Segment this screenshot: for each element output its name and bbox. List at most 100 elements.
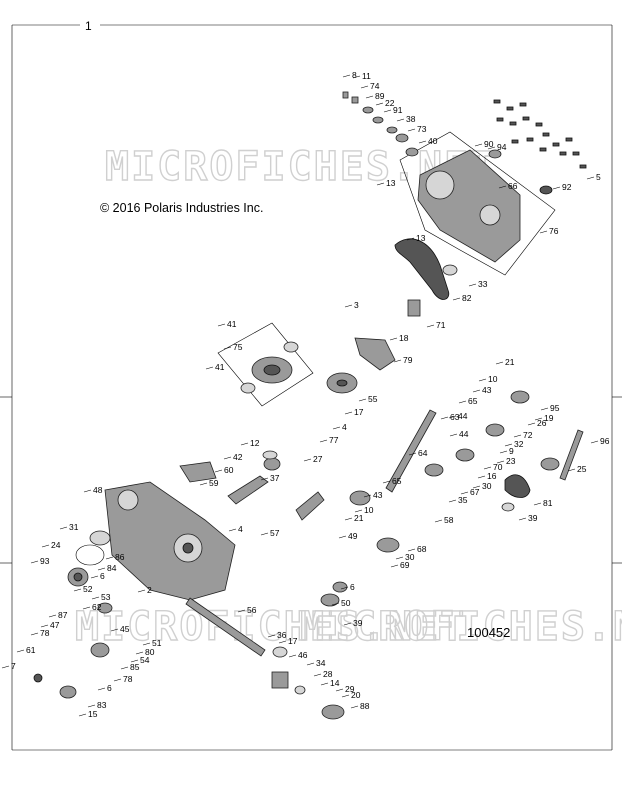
callout-label: 65 xyxy=(392,476,402,486)
diagram-frame: 1 xyxy=(0,19,622,751)
callout-label: 81 xyxy=(543,498,553,508)
leader-line xyxy=(214,469,223,473)
leader-line xyxy=(472,389,481,393)
leader-line xyxy=(303,458,312,462)
callout-label: 59 xyxy=(209,478,219,488)
leader-line xyxy=(495,361,504,365)
leader-line xyxy=(320,682,329,686)
leader-line xyxy=(205,366,214,370)
leader-line xyxy=(344,411,353,415)
callout-label: 70 xyxy=(493,462,503,472)
callout-label: 11 xyxy=(362,71,371,81)
callout-label: 63 xyxy=(450,412,460,422)
callout-label: 43 xyxy=(373,490,383,500)
leader-line xyxy=(130,659,139,663)
callout-label: 85 xyxy=(130,662,140,672)
leader-line xyxy=(142,642,151,646)
callout-label: 76 xyxy=(549,226,559,236)
callout-label: 79 xyxy=(403,355,413,365)
callout-label: 4 xyxy=(238,524,243,534)
leader-line xyxy=(344,517,353,521)
leader-line xyxy=(590,440,599,444)
callout-label: 47 xyxy=(50,620,60,630)
callout-label: 10 xyxy=(488,374,498,384)
leader-line xyxy=(332,426,341,430)
leader-line xyxy=(344,304,353,308)
leader-line xyxy=(40,624,49,628)
callout-label: 84 xyxy=(107,563,117,573)
callout-label: 6 xyxy=(107,683,112,693)
leader-line xyxy=(278,640,287,644)
outer-cover-group xyxy=(342,91,587,300)
callout-label: 24 xyxy=(51,540,61,550)
leader-line xyxy=(440,416,449,420)
callout-label: 13 xyxy=(416,233,426,243)
leader-line xyxy=(228,528,237,532)
right-shaft-group xyxy=(320,390,584,607)
leader-line xyxy=(395,556,404,560)
leader-line xyxy=(240,442,249,446)
copyright-notice: © 2016 Polaris Industries Inc. xyxy=(100,201,263,215)
leader-line xyxy=(472,485,481,489)
callout-label: 12 xyxy=(250,438,260,448)
leader-line xyxy=(406,237,415,241)
leader-line xyxy=(137,589,146,593)
callout-label: 16 xyxy=(487,471,497,481)
leader-line xyxy=(340,586,349,590)
callout-label: 71 xyxy=(436,320,446,330)
leader-line xyxy=(407,548,416,552)
leader-line xyxy=(487,146,496,150)
callout-label: 43 xyxy=(482,385,492,395)
callout-label: 10 xyxy=(364,505,374,515)
leader-line xyxy=(288,654,297,658)
callout-label: 73 xyxy=(417,124,427,134)
leader-line xyxy=(452,297,461,301)
leader-line xyxy=(504,443,513,447)
callout-label: 52 xyxy=(83,584,93,594)
leader-line xyxy=(352,75,361,79)
leader-line xyxy=(30,560,39,564)
leader-line xyxy=(306,662,315,666)
callout-label: 82 xyxy=(462,293,472,303)
leader-line xyxy=(363,494,372,498)
leader-line xyxy=(552,186,561,190)
leader-line xyxy=(319,439,328,443)
leader-line xyxy=(91,596,100,600)
leader-line xyxy=(458,400,467,404)
callout-label: 17 xyxy=(354,407,364,417)
leader-line xyxy=(375,102,384,106)
leader-line xyxy=(199,482,208,486)
callout-label: 78 xyxy=(123,674,133,684)
leader-line xyxy=(120,666,129,670)
leader-line xyxy=(30,632,39,636)
leader-line xyxy=(97,567,106,571)
callout-label: 86 xyxy=(115,552,125,562)
leader-line xyxy=(354,509,363,513)
leader-line xyxy=(135,651,144,655)
leader-line xyxy=(260,532,269,536)
leader-line xyxy=(567,468,576,472)
callout-label: 56 xyxy=(247,605,257,615)
callout-label: 13 xyxy=(386,178,396,188)
callout-label: 53 xyxy=(101,592,111,602)
callout-label: 8 xyxy=(352,70,357,80)
leader-line xyxy=(335,688,344,692)
leader-line xyxy=(448,415,457,419)
callout-label: 68 xyxy=(417,544,427,554)
callout-label: 78 xyxy=(40,628,50,638)
leader-line xyxy=(468,283,477,287)
callout-label: 49 xyxy=(348,531,358,541)
watermark-bottom: MICROFICHES.NET xyxy=(75,604,466,650)
callout-label: 93 xyxy=(40,556,50,566)
leader-line xyxy=(376,182,385,186)
callout-label: 45 xyxy=(120,624,130,634)
leader-line xyxy=(449,433,458,437)
callout-label: 54 xyxy=(140,655,150,665)
callout-label: 69 xyxy=(400,560,410,570)
leader-line xyxy=(343,622,352,626)
callout-label: 88 xyxy=(360,701,370,711)
leader-line xyxy=(78,713,87,717)
leader-line xyxy=(448,499,457,503)
leader-line xyxy=(396,118,405,122)
